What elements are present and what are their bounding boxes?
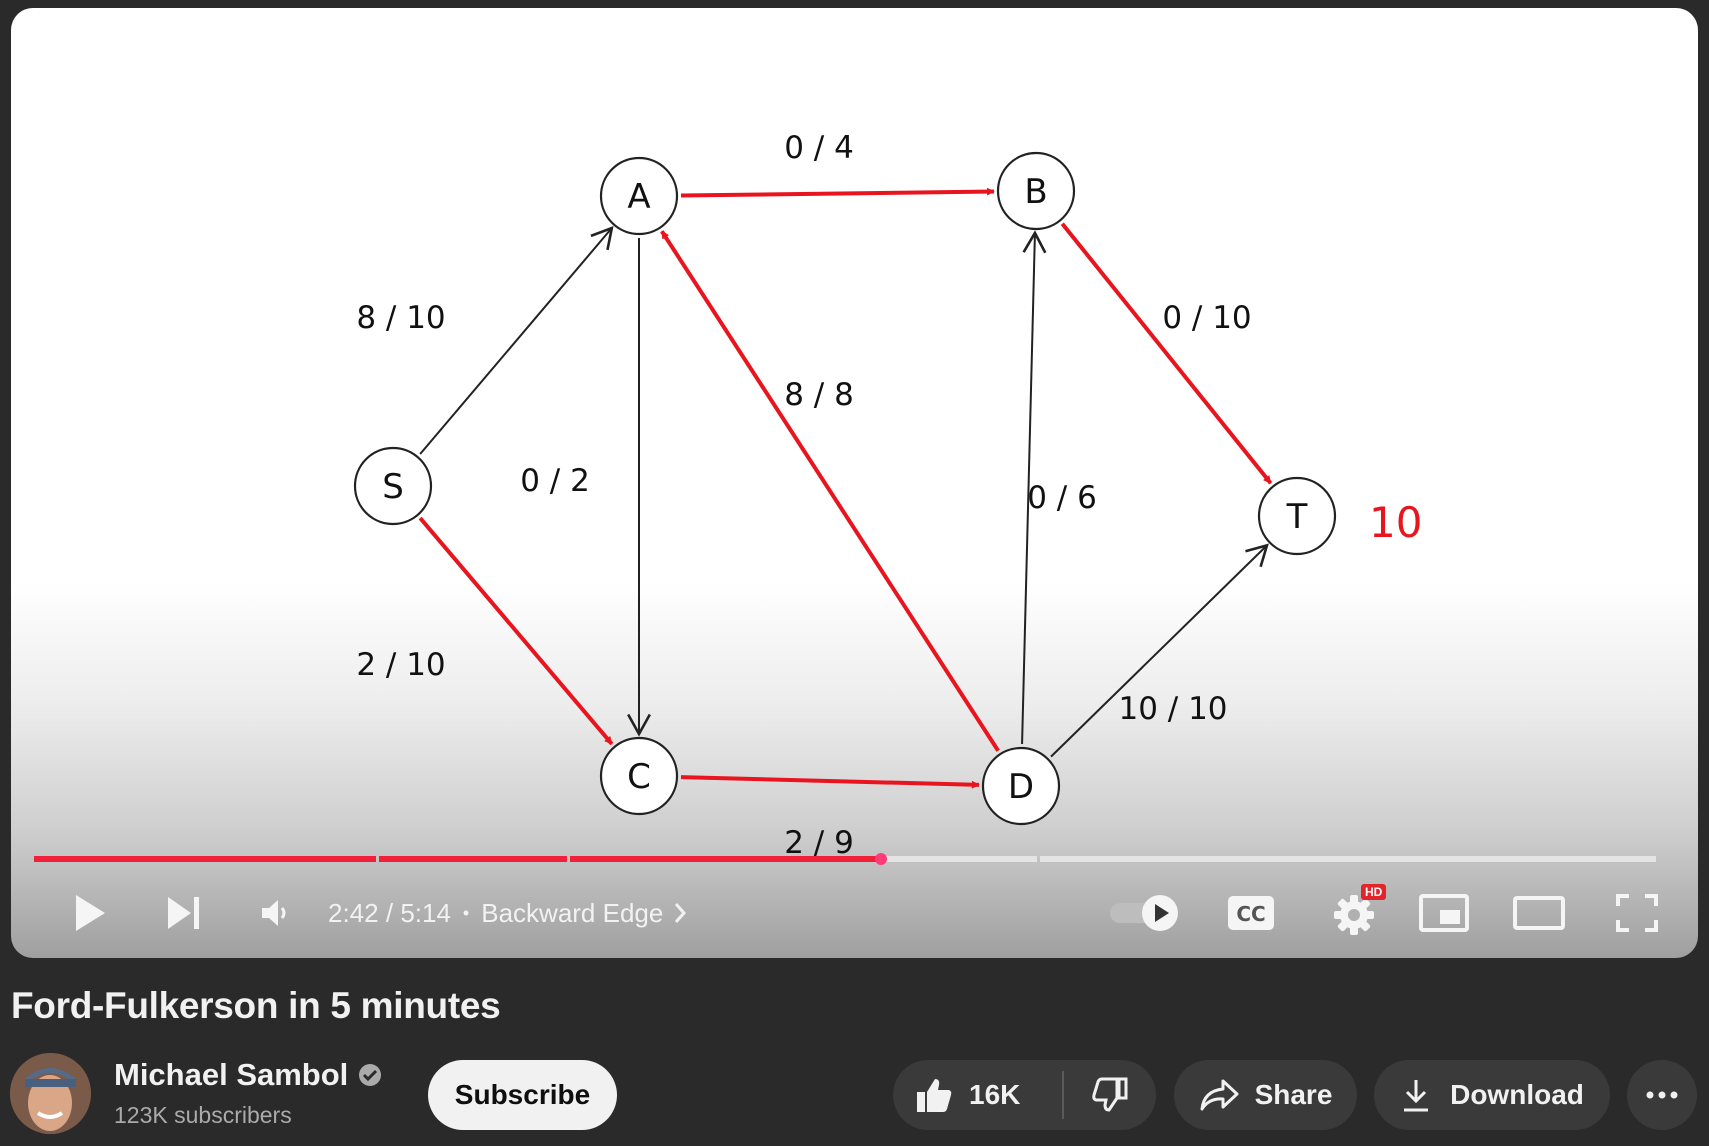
chapter-title: Backward Edge [481,897,664,928]
time-display: 2:42 / 5:14 • Backward Edge [328,893,687,933]
edge-label: 8 / 8 [784,377,854,413]
like-count: 16K [969,1079,1021,1110]
divider [1062,1071,1065,1119]
separator-dot: • [462,902,470,923]
video-frame: 8 / 10 2 / 10 0 / 4 0 / 2 8 / 8 2 / 9 0 / 6 0 /… [353,130,1422,861]
edge-d-t [1050,543,1269,758]
node-label: A [627,177,650,217]
like-button[interactable]: 16K [893,1060,1062,1130]
subscriber-count: 123K subscribers [114,1102,292,1128]
node-a [599,156,679,236]
fullscreen-icon [1616,894,1658,932]
edge-a-b [680,187,995,198]
download-icon [1404,1080,1429,1112]
edge-b-t [1060,222,1273,485]
play-button[interactable] [63,888,117,938]
more-icon [1646,1091,1678,1099]
miniplayer-icon [1419,894,1469,932]
miniplayer-button[interactable] [1416,891,1472,935]
more-actions-button[interactable] [1627,1060,1697,1130]
subscribe-button[interactable]: Subscribe [428,1060,617,1130]
node-s [353,446,433,526]
chapter-segment[interactable] [1040,856,1656,862]
edge-d-b [1021,230,1047,745]
scrubber-handle[interactable] [874,853,887,865]
edge-label: 10 / 10 [1118,691,1227,727]
chapter-segment[interactable] [379,856,567,862]
chapter-segment[interactable] [570,856,1037,862]
graph-edges: 8 / 10 2 / 10 0 / 4 0 / 2 8 / 8 2 / 9 0 / 6 0 /… [356,130,1273,861]
volume-icon [262,900,286,926]
video-player[interactable]: 8 / 10 2 / 10 0 / 4 0 / 2 8 / 8 2 / 9 0 / 6 0 /… [11,8,1698,958]
dislike-button[interactable] [1064,1060,1156,1130]
chapter-title-button[interactable]: Backward Edge [481,898,687,929]
theater-icon [1513,896,1565,930]
node-b [996,151,1076,231]
mute-button[interactable] [251,888,301,938]
fullscreen-button[interactable] [1609,891,1665,935]
player-controls: 2:42 / 5:14 • Backward Edge CC [11,878,1698,948]
progress-bar[interactable] [34,853,1675,865]
theater-mode-button[interactable] [1511,891,1567,935]
share-icon [1200,1079,1239,1111]
graph-nodes: S A B C D T [353,151,1337,826]
node-label: C [627,757,651,797]
edge-s-a [419,225,614,455]
play-icon [76,895,105,931]
edge-label: 0 / 2 [520,463,590,499]
edge-s-c [418,516,614,746]
like-icon [917,1079,952,1112]
verified-icon [359,1064,382,1086]
next-button[interactable] [159,888,209,938]
gear-icon [1334,895,1374,935]
dislike-icon [1092,1077,1128,1112]
share-button[interactable]: Share [1174,1060,1357,1130]
node-t [1257,476,1337,556]
edge-d-a [660,230,1000,752]
edge-label: 8 / 10 [356,300,445,336]
svg-text:CC: CC [1236,902,1265,926]
edge-label: 2 / 9 [784,825,854,861]
node-d [981,746,1061,826]
edge-label: 0 / 4 [784,130,854,166]
node-label: B [1024,172,1047,212]
chapter-segment[interactable] [34,856,376,862]
avatar-image [10,1053,91,1134]
captions-button[interactable]: CC [1223,891,1279,935]
download-button[interactable]: Download [1374,1060,1610,1130]
time-readout: 2:42 / 5:14 [328,897,451,928]
video-title: Ford-Fulkerson in 5 minutes [11,985,501,1026]
autoplay-toggle[interactable] [1105,891,1185,935]
edge-c-d [680,775,980,789]
current-time: 2:42 [328,897,379,928]
cc-icon: CC [1228,896,1274,930]
node-label: D [1008,767,1034,807]
chevron-right-icon [675,903,687,923]
duration: 5:14 [400,897,451,928]
channel-name[interactable]: Michael Sambol [114,1057,382,1093]
node-label: T [1286,497,1308,537]
next-icon [168,897,199,929]
channel-avatar[interactable] [10,1053,91,1134]
node-label: S [382,467,404,507]
hd-badge: HD [1361,884,1387,900]
max-flow-value: 10 [1369,498,1422,547]
node-c [599,736,679,816]
settings-button[interactable]: HD [1321,884,1387,940]
edge-label: 0 / 10 [1162,300,1251,336]
like-dislike-group: 16K [893,1060,1156,1130]
edge-label: 2 / 10 [356,647,445,683]
autoplay-toggle-icon [1110,895,1178,931]
edge-label: 0 / 6 [1027,480,1097,516]
